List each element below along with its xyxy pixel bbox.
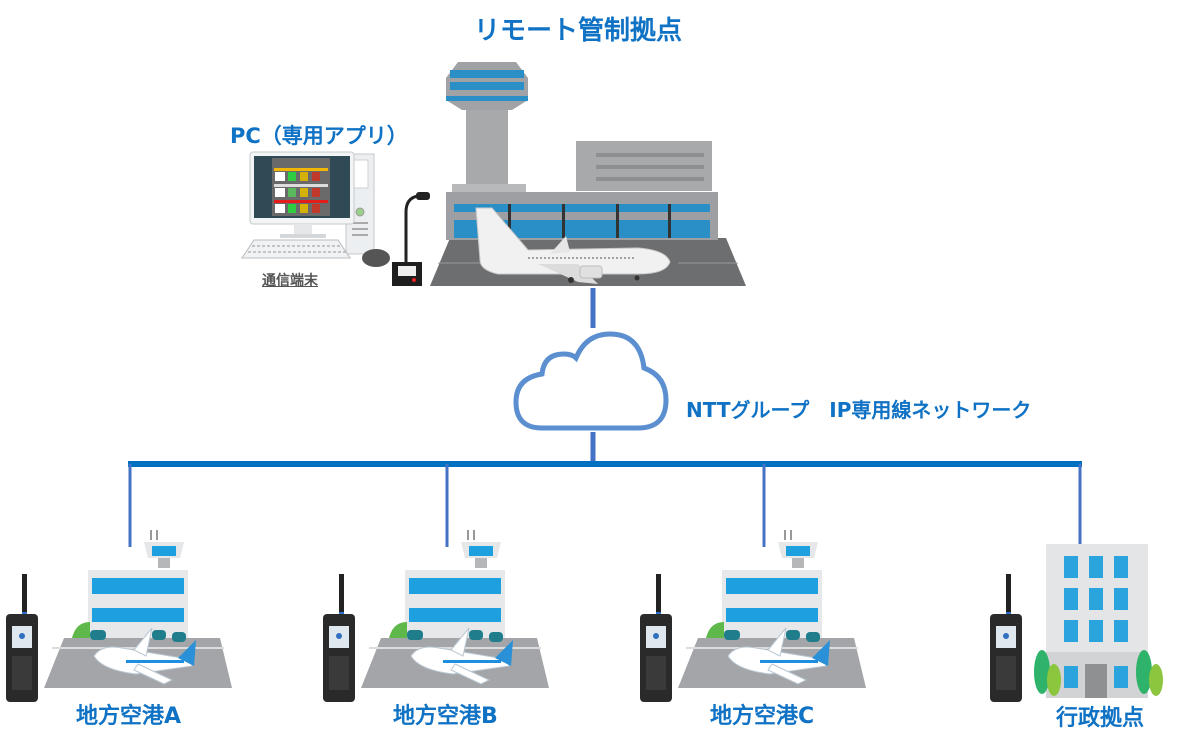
site-label-a: 地方空港A — [76, 704, 182, 729]
radio-icon — [990, 574, 1022, 702]
radio-icon — [6, 574, 38, 702]
regional-airport-icon — [361, 530, 549, 688]
remote-control-airport-icon — [430, 62, 746, 286]
pc-title: PC（専用アプリ） — [230, 124, 408, 148]
site-airport-c: 地方空港C — [634, 530, 874, 737]
regional-airport-icon — [44, 530, 232, 688]
site-label-c: 地方空港C — [710, 704, 815, 729]
pc-caption: 通信端末 — [262, 273, 318, 289]
site-airport-a: 地方空港A — [0, 530, 240, 737]
site-label-office: 行政拠点 — [1056, 706, 1145, 731]
site-airport-b: 地方空港B — [317, 530, 557, 737]
site-label-b: 地方空港B — [393, 704, 498, 729]
site-government-office: 行政拠点 — [960, 520, 1200, 737]
regional-airport-icon — [678, 530, 866, 688]
cloud-icon — [513, 331, 669, 431]
radio-icon — [640, 574, 672, 702]
radio-icon — [323, 574, 355, 702]
pc-terminal-icon — [241, 151, 430, 286]
office-building-icon — [1034, 544, 1163, 698]
network-label: NTTグループ IP専用線ネットワーク — [686, 398, 1032, 422]
remote-site-title: リモート管制拠点 — [474, 16, 683, 46]
